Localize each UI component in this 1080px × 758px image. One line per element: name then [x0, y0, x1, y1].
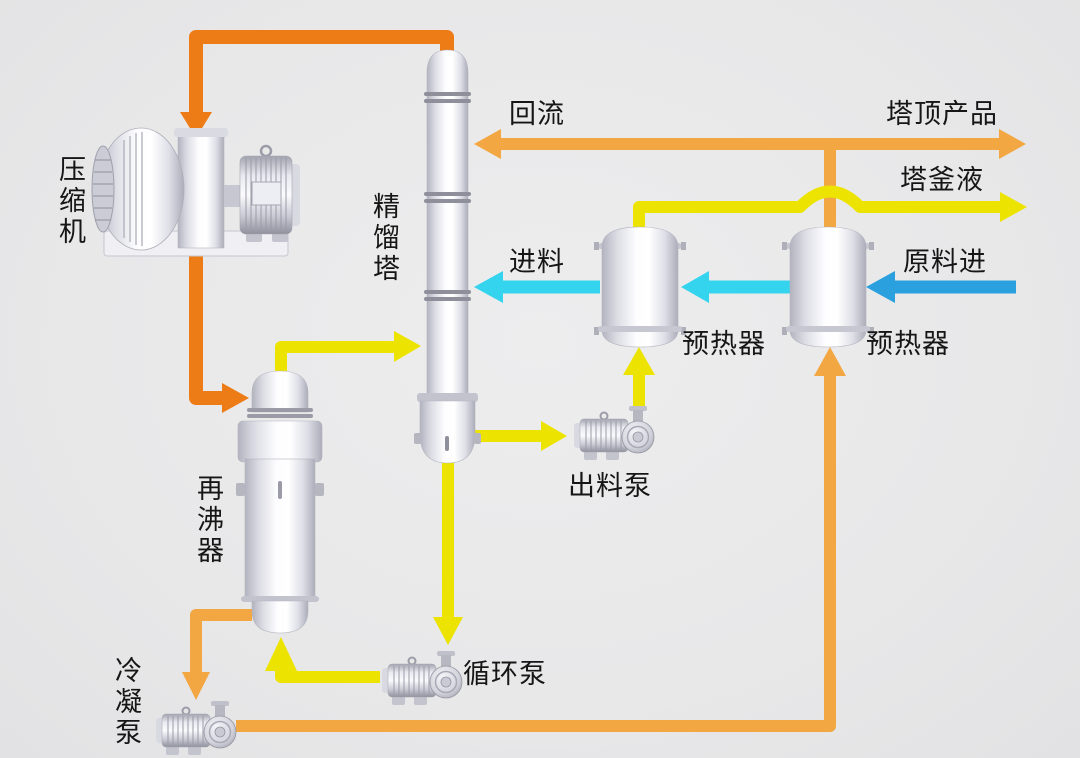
discharge-pump-label: 出料泵 [568, 471, 652, 501]
arrow-into-reboiler [222, 383, 249, 413]
compressor-unit [91, 127, 300, 257]
raw-material-label: 原料进 [903, 247, 987, 277]
arrow-into-right-preheater [814, 347, 846, 376]
reboiler-label: 再沸器 [193, 474, 223, 567]
arrow-between-preheaters [681, 271, 709, 303]
column-flange-rings [424, 92, 471, 301]
pipe-preheated-feed [474, 271, 792, 303]
bottoms-liquid-label: 塔釜液 [900, 165, 984, 195]
arrow-feed-into-column [474, 271, 503, 303]
preheater-right-label: 预热器 [866, 329, 950, 359]
arrow-raw-into-preheater [866, 271, 895, 303]
arrow-into-circulation-pump [433, 617, 463, 645]
preheater-right-vessel [781, 226, 875, 348]
discharge-pump-unit [573, 405, 655, 461]
pipe-condensate-product [182, 129, 1026, 732]
preheater-left-vessel [593, 226, 687, 348]
column-label: 精馏塔 [369, 192, 399, 285]
reboiler-vessel [236, 370, 324, 634]
preheater-left-label: 预热器 [682, 329, 766, 359]
condensate-pump-label: 冷凝泵 [111, 656, 141, 749]
arrow-reflux-into-column [474, 129, 501, 159]
arrow-into-reboiler-bottom [265, 637, 297, 671]
arrow-bottoms-liquid-out [1000, 192, 1027, 222]
top-product-label: 塔顶产品 [886, 99, 998, 129]
arrow-top-product-out [999, 129, 1026, 159]
condensate-pump-unit [155, 700, 237, 756]
pipe-bottoms [265, 185, 1027, 683]
circulation-pump-label: 循环泵 [463, 659, 547, 689]
arrow-vapor-into-column [394, 331, 421, 362]
arrow-into-discharge-pump [541, 421, 567, 451]
compressor-label: 压缩机 [55, 155, 85, 248]
arrow-into-compressor [180, 112, 212, 138]
feed-label: 进料 [509, 247, 565, 277]
column-sump [419, 400, 476, 464]
arrow-into-condensate-pump [182, 672, 210, 700]
column-sump-flange [417, 393, 478, 402]
circulation-pump-unit [381, 650, 463, 706]
reflux-label: 回流 [509, 99, 565, 129]
distillation-column [414, 49, 481, 464]
pipe-raw-feed [866, 271, 1016, 303]
pipe-hot-vapor-loop [180, 30, 454, 413]
arrow-into-left-preheater [623, 347, 655, 375]
